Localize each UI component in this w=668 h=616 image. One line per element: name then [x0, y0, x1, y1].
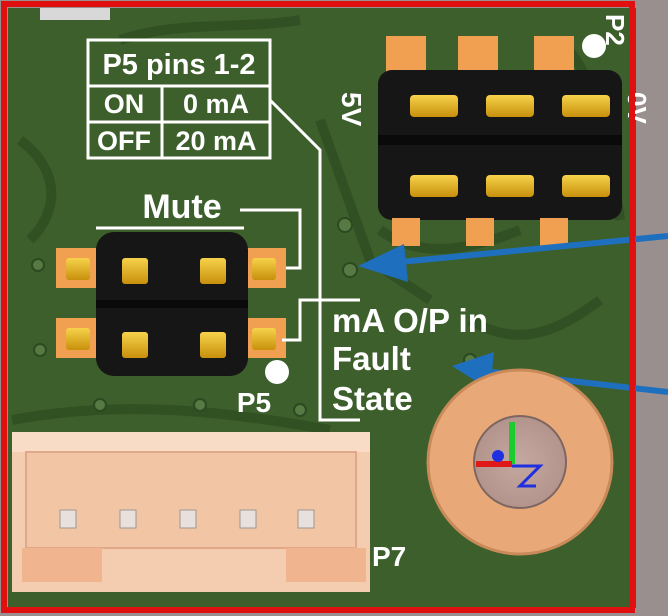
top-component-edge	[40, 8, 110, 20]
label-5v: 5V	[336, 92, 367, 127]
p2-header	[378, 36, 622, 246]
pin1-marker-p2	[582, 34, 606, 58]
fault-label-line2: Fault	[332, 340, 411, 377]
fault-label-line1: mA O/P in	[332, 302, 488, 339]
p7-connector	[12, 432, 370, 592]
row-on-state: ON	[104, 89, 145, 119]
highlight-border	[1, 1, 635, 613]
label-0v: 0V	[622, 92, 652, 124]
pin1-marker-p5	[265, 360, 289, 384]
table-leader-line	[268, 98, 360, 422]
row-on-current: 0 mA	[183, 89, 249, 119]
row-off-state: OFF	[97, 126, 151, 156]
mounting-hole	[426, 368, 614, 556]
mute-label: Mute	[142, 188, 221, 226]
p5-jumper-table: P5 pins 1-2 ON 0 mA OFF 20 mA	[86, 38, 272, 160]
row-off-current: 20 mA	[175, 126, 256, 156]
p5-header	[56, 232, 286, 376]
label-p7: P7	[372, 541, 406, 572]
fault-label-line3: State	[332, 380, 413, 417]
table-title: P5 pins 1-2	[102, 49, 255, 81]
label-p2: P2	[600, 14, 630, 46]
label-p5: P5	[237, 387, 271, 418]
mute-bracket	[240, 208, 302, 270]
fault-bracket	[282, 298, 360, 342]
